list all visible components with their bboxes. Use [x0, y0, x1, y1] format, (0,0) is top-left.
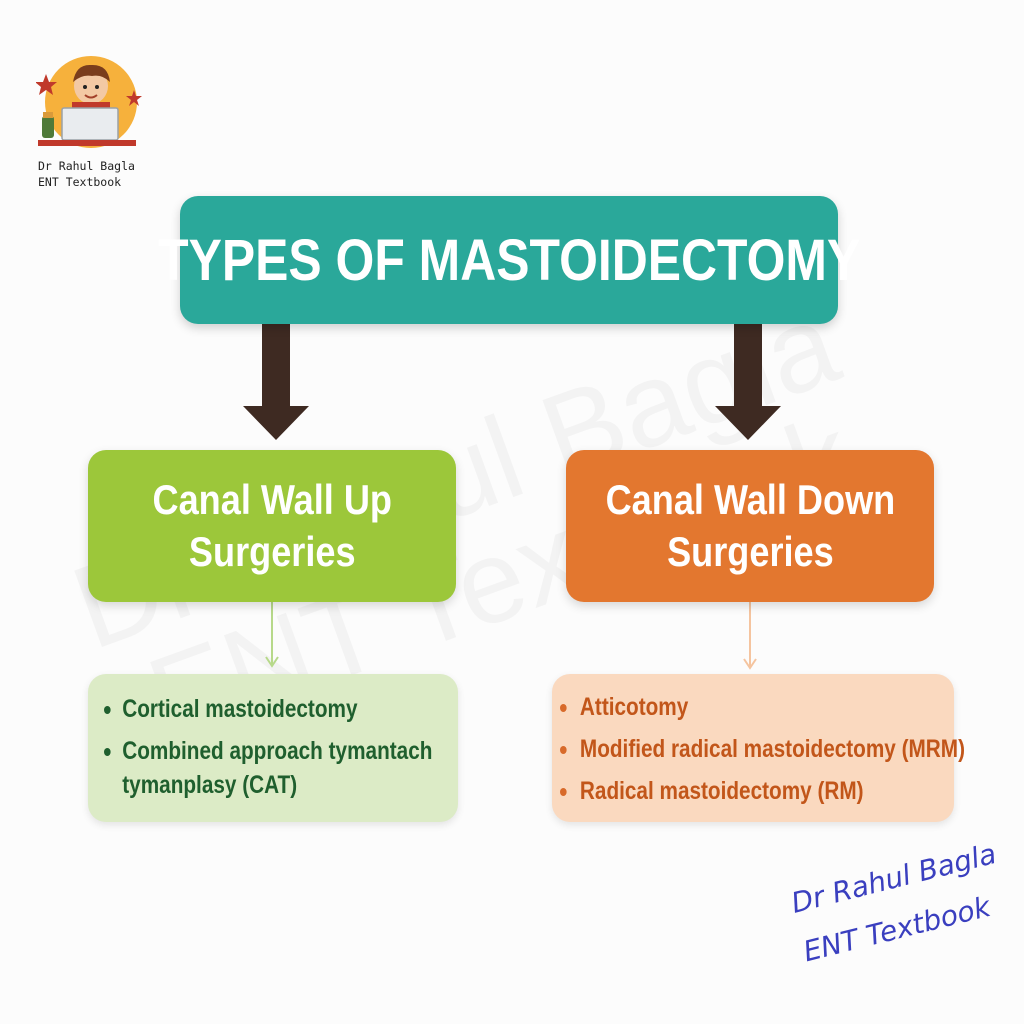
canal-wall-down-label-line-1: Canal Wall Down — [605, 476, 895, 523]
list-item-text: Modified radical mastoidectomy (MRM) — [579, 735, 966, 763]
logo-caption: Dr Rahul Bagla ENT Textbook — [38, 158, 135, 190]
canal-wall-up-label: Canal Wall Up Surgeries — [152, 474, 391, 578]
bullet-icon — [104, 748, 111, 756]
canal-wall-down-label-line-2: Surgeries — [666, 528, 834, 575]
sub-arrow-right — [743, 602, 757, 670]
list-item-text: Combined approach tymantach — [122, 737, 433, 765]
diagram-title: TYPES OF MASTOIDECTOMY — [157, 227, 861, 293]
bullet-icon — [560, 746, 567, 754]
sub-arrow-left — [265, 602, 279, 668]
author-signature: Dr Rahul Bagla ENT Textbook — [786, 829, 1014, 977]
list-item-text: tymanplasy (CAT) — [122, 771, 298, 799]
canal-wall-up-list: Cortical mastoidectomy Combined approach… — [104, 692, 458, 802]
bullet-icon — [560, 788, 567, 796]
title-box: TYPES OF MASTOIDECTOMY — [158, 196, 860, 324]
list-item: Atticotomy — [560, 690, 887, 724]
main-arrow-left — [243, 324, 309, 440]
list-item-text: Cortical mastoidectomy — [122, 695, 358, 723]
canal-wall-down-list: Atticotomy Modified radical mastoidectom… — [560, 690, 965, 808]
list-item-text: Radical mastoidectomy (RM) — [579, 777, 864, 805]
list-item: Cortical mastoidectomy — [104, 692, 398, 726]
main-arrow-right — [715, 324, 781, 440]
canal-wall-up-details: Cortical mastoidectomy Combined approach… — [88, 674, 458, 822]
canal-wall-down-label: Canal Wall Down Surgeries — [605, 474, 895, 578]
canal-wall-down-details: Atticotomy Modified radical mastoidectom… — [552, 674, 965, 822]
logo-caption-line-2: ENT Textbook — [38, 175, 122, 189]
bullet-icon — [104, 706, 111, 714]
canal-wall-up-label-line-1: Canal Wall Up — [152, 476, 392, 523]
logo-caption-line-1: Dr Rahul Bagla — [38, 159, 135, 173]
list-item: Radical mastoidectomy (RM) — [560, 774, 887, 808]
list-item-continuation: tymanplasy (CAT) — [104, 768, 398, 802]
bullet-icon — [560, 704, 567, 712]
canal-wall-up-label-line-2: Surgeries — [188, 528, 356, 575]
canal-wall-up-box: Canal Wall Up Surgeries — [88, 450, 456, 602]
canal-wall-down-box: Canal Wall Down Surgeries — [566, 450, 934, 602]
list-item: Combined approach tymantach — [104, 734, 432, 768]
list-item: Modified radical mastoidectomy (MRM) — [560, 732, 965, 766]
list-item-text: Atticotomy — [579, 693, 689, 721]
author-logo — [36, 56, 142, 148]
